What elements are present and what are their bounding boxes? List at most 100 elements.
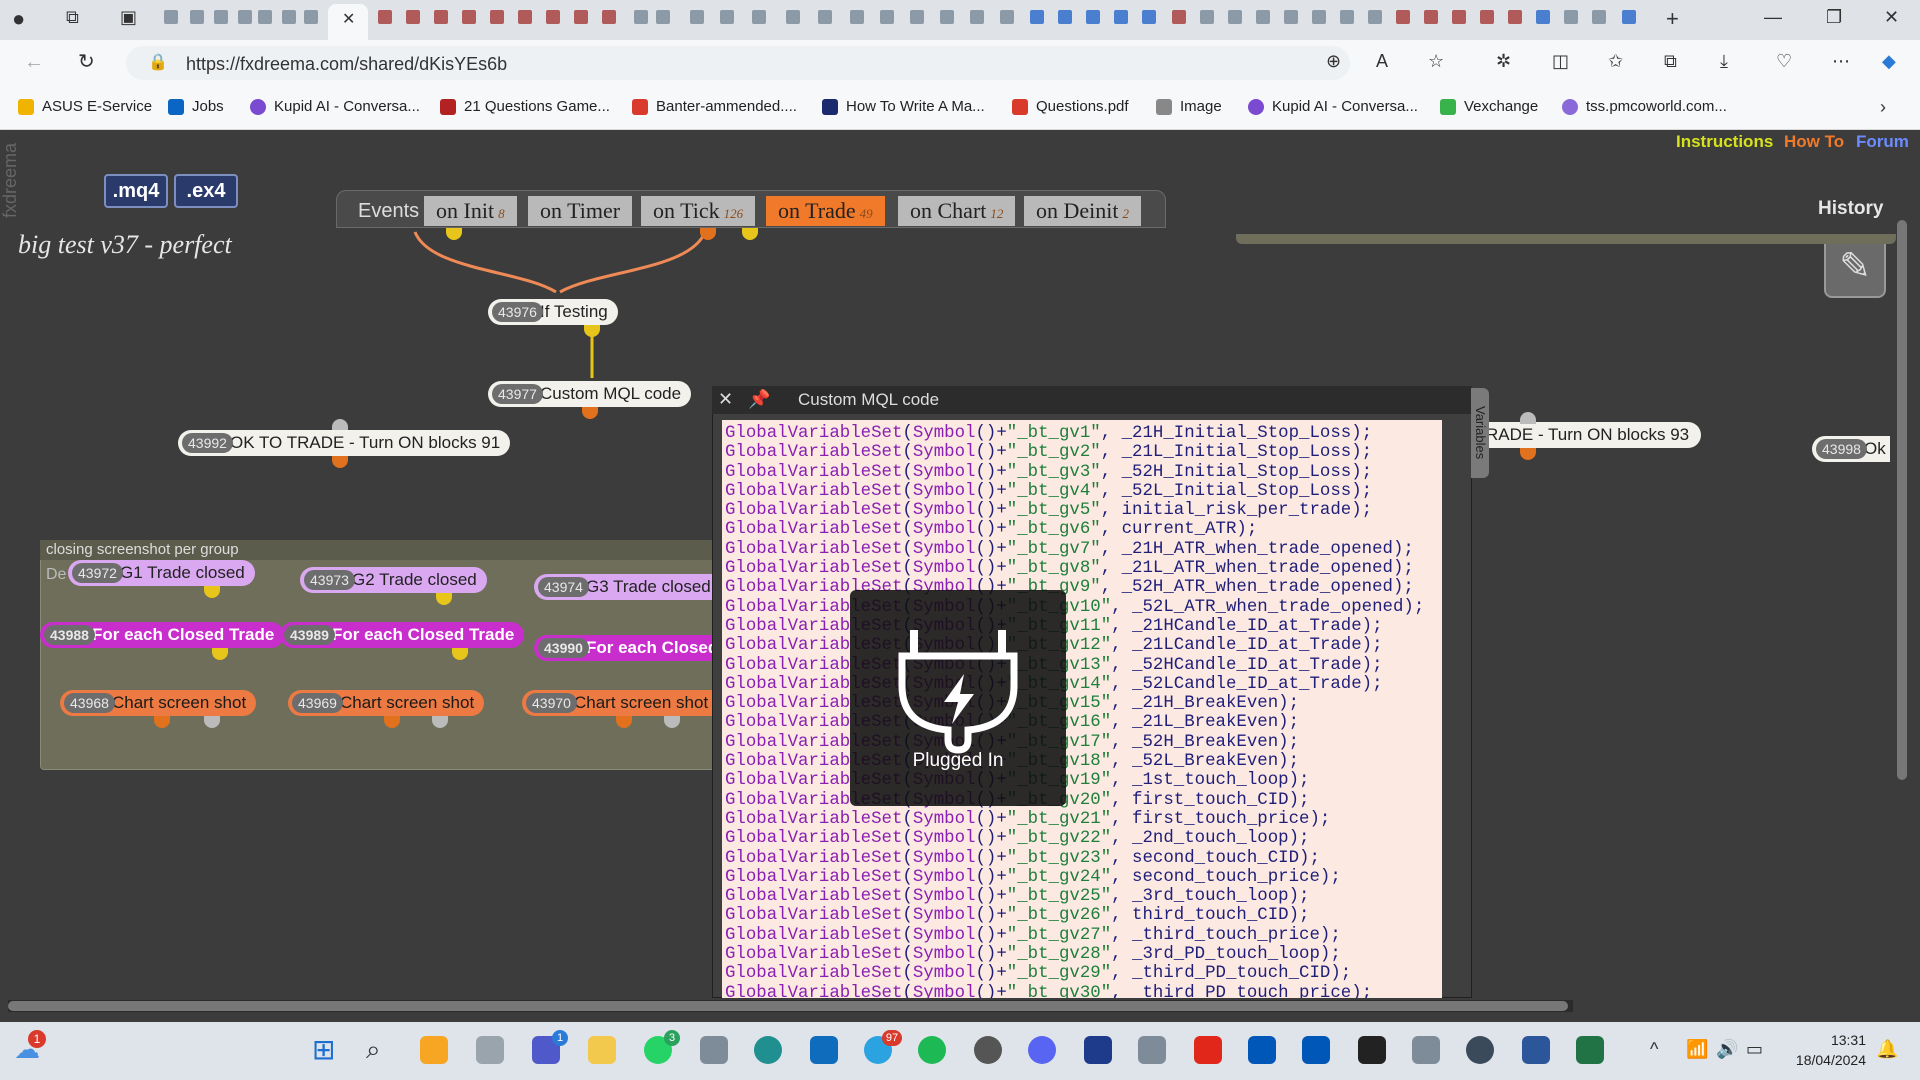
refresh-icon[interactable]: ↻ — [78, 51, 95, 73]
edge-browser-icon[interactable] — [754, 1036, 782, 1064]
connector-dot[interactable] — [332, 456, 348, 468]
word-icon[interactable] — [1522, 1036, 1550, 1064]
tab-favicon[interactable] — [1622, 10, 1636, 24]
connector-dot[interactable] — [1520, 448, 1536, 460]
minimize-icon[interactable]: — — [1764, 7, 1782, 27]
horizontal-scrollbar[interactable] — [8, 1001, 1568, 1011]
instructions-link[interactable]: Instructions — [1676, 132, 1774, 151]
tab-favicon[interactable] — [490, 10, 504, 24]
connector-dot[interactable] — [700, 228, 716, 240]
tab-favicon[interactable] — [1564, 10, 1578, 24]
file-explorer-icon[interactable] — [588, 1036, 616, 1064]
tab-favicon[interactable] — [1312, 10, 1326, 24]
tab-favicon[interactable] — [238, 10, 252, 24]
connector-dot[interactable] — [432, 716, 448, 728]
ex4-button[interactable]: .ex4 — [174, 174, 238, 208]
tab-favicon[interactable] — [940, 10, 954, 24]
bookmark-jobs[interactable]: Jobs — [168, 98, 224, 115]
tab-favicon[interactable] — [970, 10, 984, 24]
tab-favicon[interactable] — [1592, 10, 1606, 24]
tab-favicon[interactable] — [164, 10, 178, 24]
active-tab[interactable]: ✕ — [328, 4, 368, 40]
connector-dot[interactable] — [582, 407, 598, 419]
tab-favicon[interactable] — [574, 10, 588, 24]
read-aloud-icon[interactable]: A — [1376, 51, 1389, 71]
tab-favicon[interactable] — [1200, 10, 1214, 24]
connector-dot[interactable] — [664, 716, 680, 728]
connector-dot[interactable] — [584, 325, 600, 337]
vertical-scrollbar[interactable] — [1897, 220, 1907, 780]
app-icon[interactable] — [1412, 1036, 1440, 1064]
connector-dot[interactable] — [452, 648, 468, 660]
url-text[interactable]: https://fxdreema.com/shared/dKisYEs6b — [186, 54, 508, 74]
tab-favicon[interactable] — [282, 10, 296, 24]
mq4-button[interactable]: .mq4 — [104, 174, 168, 208]
tab-favicon[interactable] — [1508, 10, 1522, 24]
tab-favicon[interactable] — [1228, 10, 1242, 24]
ig-app-icon[interactable] — [1194, 1036, 1222, 1064]
connector-dot[interactable] — [436, 593, 452, 605]
favorite-star-icon[interactable]: ☆ — [1428, 51, 1445, 71]
forum-link[interactable]: Forum — [1856, 132, 1909, 151]
connector-dot[interactable] — [204, 716, 220, 728]
app-icon[interactable] — [700, 1036, 728, 1064]
notification-bell-icon[interactable]: 🔔 — [1876, 1039, 1899, 1059]
taskbar-date[interactable]: 18/04/2024 — [1795, 1052, 1866, 1068]
zoom-icon[interactable]: ⊕ — [1326, 51, 1342, 71]
connector-dot[interactable] — [742, 228, 758, 240]
connector-dot[interactable] — [384, 716, 400, 728]
tab-favicon[interactable] — [720, 10, 734, 24]
tab-favicon[interactable] — [1424, 10, 1438, 24]
spotify-icon[interactable] — [918, 1036, 946, 1064]
collections-icon[interactable]: ⧉ — [1664, 51, 1677, 71]
tab-favicon[interactable] — [518, 10, 532, 24]
bookmark-banter[interactable]: Banter-ammended.... — [632, 98, 797, 115]
tab-favicon[interactable] — [850, 10, 864, 24]
tab-favicon[interactable] — [1284, 10, 1298, 24]
bookmark-asus-eservice[interactable]: ASUS E-Service — [18, 98, 152, 115]
more-menu-icon[interactable]: ⋯ — [1832, 51, 1850, 71]
tab-favicon[interactable] — [1058, 10, 1072, 24]
tab-favicon[interactable] — [258, 10, 272, 24]
gauge-app-icon[interactable] — [1466, 1036, 1494, 1064]
tab-favicon[interactable] — [190, 10, 204, 24]
tab-favicon[interactable] — [1086, 10, 1100, 24]
tab-favicon[interactable] — [1114, 10, 1128, 24]
p-app-icon[interactable] — [1248, 1036, 1276, 1064]
tab-favicon[interactable] — [1256, 10, 1270, 24]
url-field[interactable] — [126, 46, 1350, 80]
battery-icon[interactable]: ▭ — [1746, 1039, 1764, 1059]
split-screen-icon[interactable]: ◫ — [1552, 51, 1570, 71]
bookmark-kupid-ai[interactable]: Kupid AI - Conversa... — [250, 98, 420, 115]
block-ok-to-trade-93[interactable]: RADE - Turn ON blocks 93 — [1480, 422, 1702, 448]
bookmark-image[interactable]: Image — [1156, 98, 1222, 115]
tab-favicon[interactable] — [634, 10, 648, 24]
tab-favicon[interactable] — [690, 10, 704, 24]
outlook-icon[interactable] — [810, 1036, 838, 1064]
tab-favicon[interactable] — [1368, 10, 1382, 24]
copilot-icon[interactable]: ◆ — [1882, 51, 1896, 71]
tab-favicon[interactable] — [1172, 10, 1186, 24]
tab-favicon[interactable] — [752, 10, 766, 24]
connector-dot[interactable] — [446, 228, 462, 240]
tab-favicon[interactable] — [434, 10, 448, 24]
volume-icon[interactable]: 🔊 — [1716, 1039, 1739, 1059]
connector-dot[interactable] — [212, 648, 228, 660]
tab-favicon[interactable] — [214, 10, 228, 24]
connector-dot[interactable] — [616, 716, 632, 728]
bookmark-how-to-write[interactable]: How To Write A Ma... — [822, 98, 985, 115]
connector-dot[interactable] — [1520, 412, 1536, 424]
close-icon[interactable]: ✕ — [718, 389, 734, 409]
tab-favicon[interactable] — [1480, 10, 1494, 24]
pin-icon[interactable]: 📌 — [748, 389, 771, 409]
windows-start-icon[interactable]: ⊞ — [312, 1034, 336, 1065]
